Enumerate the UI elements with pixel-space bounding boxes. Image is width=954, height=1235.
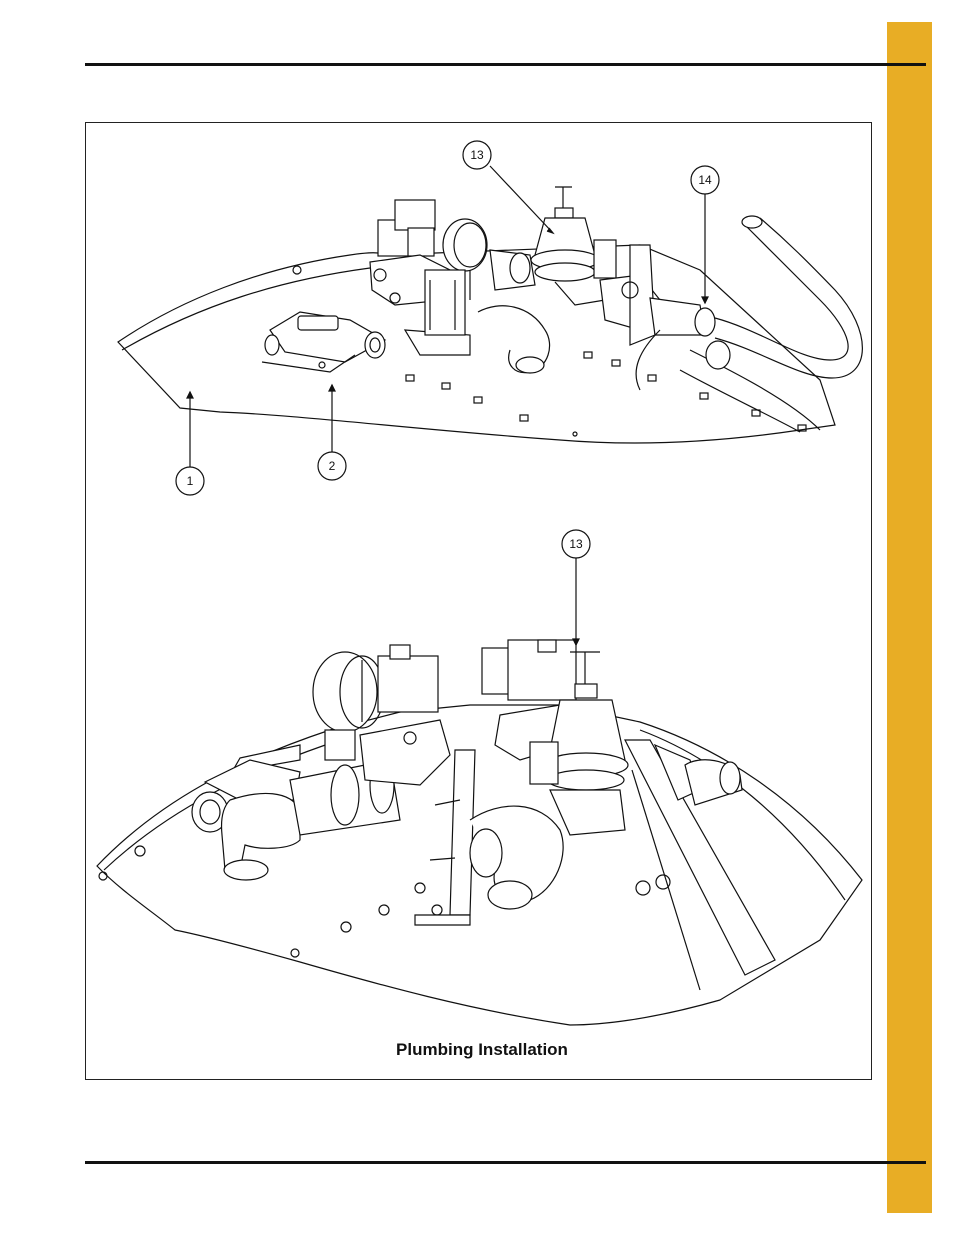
bottom-assembly-drawing xyxy=(97,640,862,1025)
callout-1: 1 xyxy=(176,467,204,495)
callout-13-bottom: 13 xyxy=(562,530,590,558)
svg-text:1: 1 xyxy=(187,474,194,488)
top-assembly-drawing xyxy=(118,187,862,443)
svg-text:14: 14 xyxy=(698,173,712,187)
figure-caption: Plumbing Installation xyxy=(0,1040,954,1060)
callout-2: 2 xyxy=(318,452,346,480)
bottom-callout-leader xyxy=(573,557,579,645)
callout-14: 14 xyxy=(691,166,719,194)
callout-13-top: 13 xyxy=(463,141,491,169)
svg-text:13: 13 xyxy=(470,148,484,162)
svg-text:13: 13 xyxy=(569,537,583,551)
svg-text:2: 2 xyxy=(329,459,336,473)
